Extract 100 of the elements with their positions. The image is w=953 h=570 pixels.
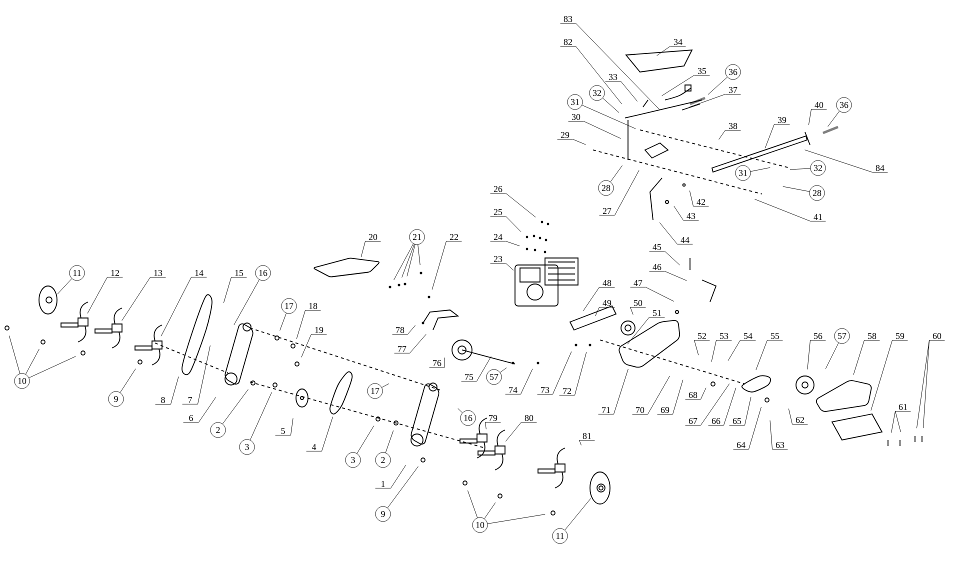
callout-number: 35 [694, 68, 710, 76]
callout-number: 39 [774, 116, 790, 124]
callout-number: 62 [792, 416, 808, 424]
leader-line [750, 167, 770, 172]
leader-line [506, 216, 522, 232]
leader-line [418, 244, 420, 266]
leader-line [708, 76, 728, 95]
callout-number: 63 [772, 442, 788, 450]
leader-line [402, 244, 415, 278]
leader-line [614, 368, 628, 414]
callout-number: 32 [810, 160, 826, 176]
callout-number: 69 [657, 406, 673, 414]
leader-line [290, 418, 294, 436]
leader-line [322, 416, 334, 452]
leader-line [506, 240, 520, 246]
leader-line [356, 426, 374, 454]
leader-line [160, 276, 192, 336]
leader-line [198, 396, 216, 422]
callout-number: 31 [735, 165, 751, 181]
leader-line [694, 340, 699, 356]
callout-number: 58 [864, 332, 880, 340]
callout-number: 16 [460, 410, 476, 426]
leader-line [500, 368, 507, 373]
leader-line [627, 317, 650, 344]
callout-number: 75 [461, 374, 477, 382]
callout-number: 10 [14, 373, 30, 389]
callout-number: 80 [521, 414, 537, 422]
callout-number: 20 [365, 234, 381, 242]
leader-line [672, 380, 684, 414]
leader-line [505, 422, 522, 442]
callout-number: 83 [560, 16, 576, 24]
callout-number: 29 [557, 132, 573, 140]
leader-line [748, 406, 762, 450]
leader-line [296, 310, 306, 340]
callout-number: 42 [693, 199, 709, 206]
callout-number: 66 [708, 418, 724, 426]
leader-line [728, 340, 740, 361]
leader-line [552, 351, 572, 394]
callout-number: 40 [811, 102, 827, 110]
callout-number: 70 [632, 406, 648, 414]
callout-number: 48 [599, 280, 615, 288]
callout-number: 23 [490, 256, 506, 264]
leader-line [718, 130, 726, 140]
callout-number: 47 [630, 280, 646, 288]
leader-line [579, 440, 582, 446]
leader-line [360, 241, 366, 258]
callout-number: 41 [810, 214, 826, 222]
callout-number: 82 [560, 38, 576, 46]
callout-number: 9 [108, 391, 124, 407]
leader-line [664, 250, 680, 266]
callout-number: 67 [685, 418, 701, 426]
leader-line [476, 356, 492, 382]
callout-number: 28 [598, 180, 614, 196]
leader-line [410, 334, 426, 354]
leader-line [223, 277, 232, 304]
callout-number: 43 [683, 212, 699, 220]
leader-line [170, 376, 179, 404]
callout-number: 56 [810, 332, 826, 340]
leader-line [394, 244, 414, 280]
callout-number: 73 [537, 386, 553, 394]
callout-number: 57 [834, 328, 850, 344]
leader-line [828, 110, 840, 127]
callout-number: 28 [809, 185, 825, 201]
callout-number: 5 [275, 428, 291, 436]
leader-line [659, 222, 678, 244]
leader-line [895, 411, 901, 432]
callout-number: 65 [729, 418, 745, 426]
callout-number: 9 [375, 506, 391, 522]
callout-number: 57 [486, 369, 502, 385]
leader-line [122, 277, 150, 321]
leader-line [385, 430, 394, 453]
callout-number: 18 [305, 302, 321, 310]
leader-line [444, 357, 445, 368]
leader-line [700, 388, 706, 400]
leader-line [485, 422, 486, 430]
callout-number: 12 [107, 270, 123, 278]
leader-line [674, 206, 684, 220]
leader-line [614, 170, 640, 216]
leader-line [689, 94, 726, 108]
callout-number: 21 [409, 229, 425, 245]
leader-line [610, 165, 623, 182]
leader-line [664, 271, 687, 281]
callout-number: 3 [345, 452, 361, 468]
leader-line [57, 278, 72, 294]
callout-number: 53 [716, 332, 732, 340]
callout-number: 71 [598, 407, 614, 414]
callout-number: 2 [210, 422, 226, 438]
callout-number: 10 [472, 517, 488, 533]
leader-line [234, 280, 260, 326]
leader-line [770, 420, 772, 450]
callout-number: 55 [767, 333, 783, 340]
leader-line [916, 340, 930, 428]
leader-line [467, 490, 478, 518]
leader-line [250, 392, 272, 440]
leader-line [280, 313, 287, 331]
callout-number: 8 [155, 396, 171, 404]
leader-line [506, 193, 536, 218]
callout-number: 52 [694, 332, 710, 340]
leader-line [28, 356, 76, 378]
leader-line [853, 340, 864, 375]
